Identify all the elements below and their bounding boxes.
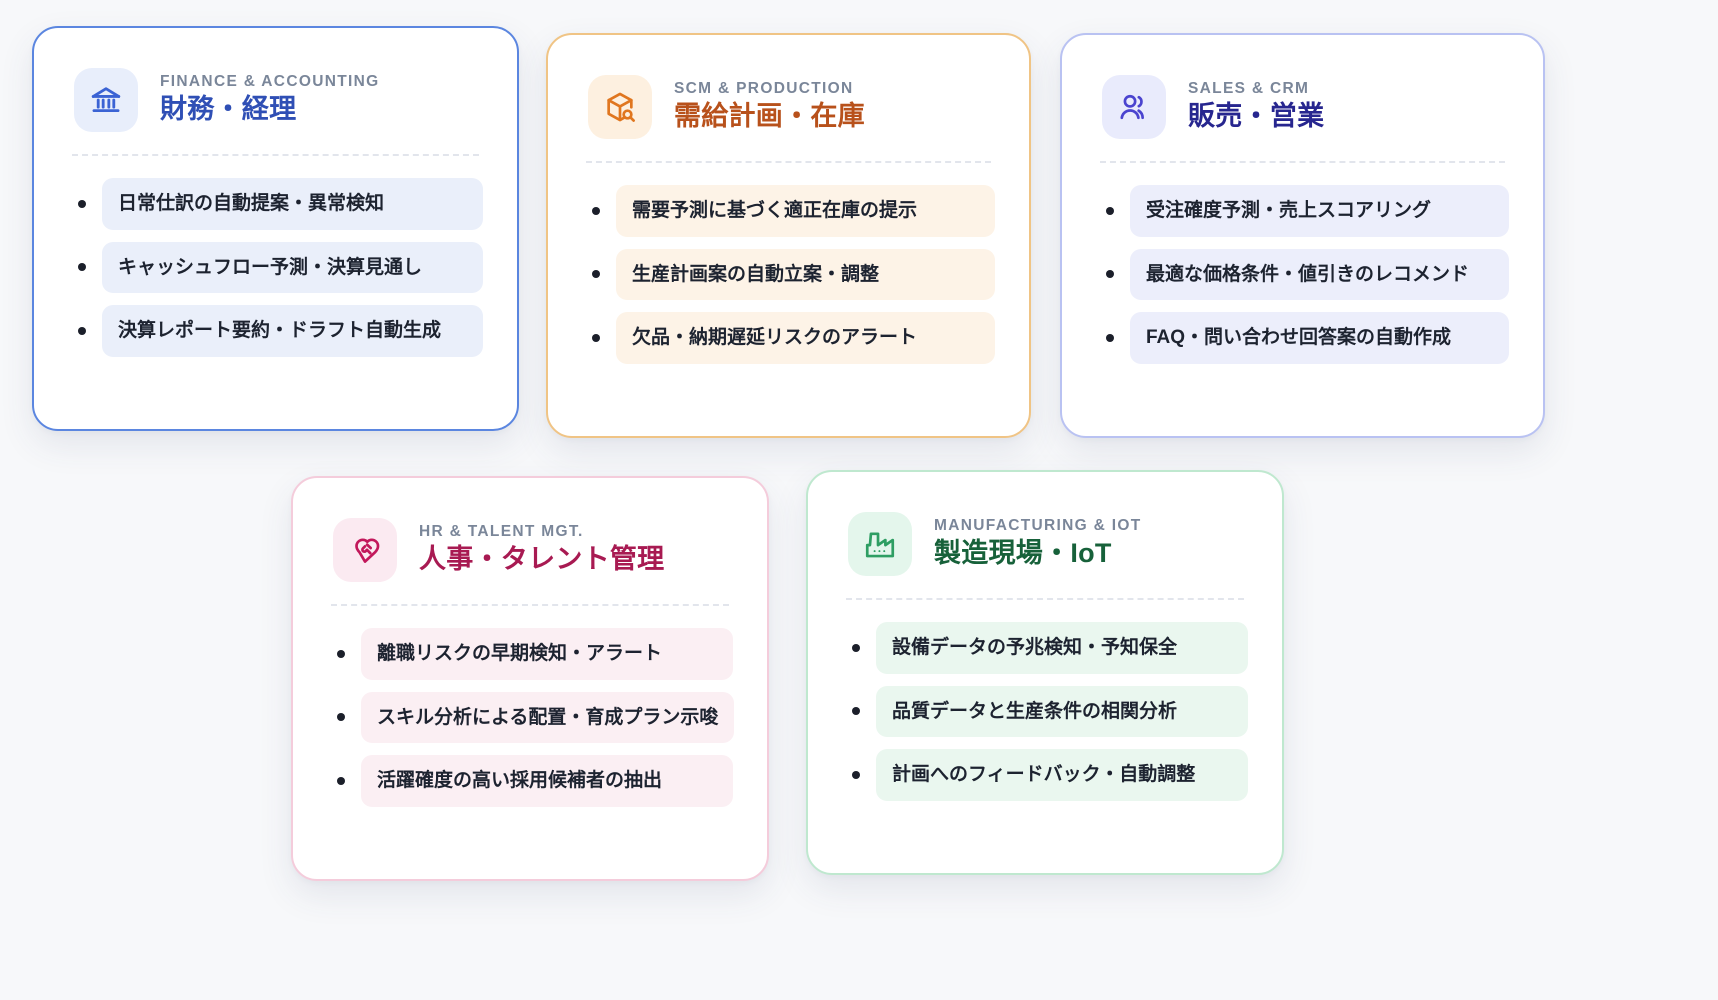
feature-pill: 計画へのフィードバック・自動調整: [876, 749, 1248, 801]
list-item[interactable]: 決算レポート要約・ドラフト自動生成: [68, 305, 483, 357]
card-header: MANUFACTURING & IOT 製造現場・IoT: [842, 512, 1248, 576]
card-header-text: MANUFACTURING & IOT 製造現場・IoT: [934, 517, 1142, 571]
list-item[interactable]: 離職リスクの早期検知・アラート: [327, 628, 733, 680]
feature-pill: 品質データと生産条件の相関分析: [876, 685, 1248, 738]
bullet-dot-icon: [592, 270, 600, 279]
feature-pill: FAQ・問い合わせ回答案の自動作成: [1130, 312, 1509, 364]
header-divider: [1100, 161, 1505, 163]
bullet-dot-icon: [78, 199, 86, 208]
feature-pill: スキル分析による配置・育成プラン示唆: [361, 691, 735, 744]
bullet-dot-icon: [337, 777, 345, 786]
list-item[interactable]: 受注確度予測・売上スコアリング: [1096, 185, 1509, 237]
card-header: SALES & CRM 販売・営業: [1096, 75, 1509, 139]
bullet-dot-icon: [592, 206, 600, 215]
bullet-dot-icon: [1106, 270, 1114, 279]
feature-pill: 活躍確度の高い採用候補者の抽出: [361, 755, 733, 807]
bullet-dot-icon: [852, 707, 860, 716]
factory-icon: [848, 512, 912, 576]
bullet-dot-icon: [78, 327, 86, 336]
bullet-dot-icon: [592, 334, 600, 343]
package-search-icon: [588, 75, 652, 139]
header-divider: [586, 161, 991, 163]
header-divider: [72, 154, 479, 156]
feature-pill: 生産計画案の自動立案・調整: [616, 248, 995, 301]
list-item[interactable]: スキル分析による配置・育成プラン示唆: [327, 691, 735, 744]
feature-pill: キャッシュフロー予測・決算見通し: [102, 241, 483, 294]
bullet-dot-icon: [337, 713, 345, 722]
list-item[interactable]: 品質データと生産条件の相関分析: [842, 685, 1248, 738]
list-item[interactable]: 日常仕訳の自動提案・異常検知: [68, 178, 483, 230]
card-title: 財務・経理: [160, 94, 297, 125]
list-item[interactable]: 設備データの予兆検知・予知保全: [842, 622, 1248, 674]
card-manufacturing-iot[interactable]: MANUFACTURING & IOT 製造現場・IoT 設備データの予兆検知・…: [806, 470, 1284, 875]
feature-pill: 最適な価格条件・値引きのレコメンド: [1130, 248, 1509, 301]
card-title: 需給計画・在庫: [674, 101, 865, 132]
card-eyebrow: SCM & PRODUCTION: [674, 79, 854, 97]
feature-list: 離職リスクの早期検知・アラート スキル分析による配置・育成プラン示唆 活躍確度の…: [327, 628, 735, 807]
list-item[interactable]: FAQ・問い合わせ回答案の自動作成: [1096, 312, 1509, 364]
card-eyebrow: HR & TALENT MGT.: [419, 522, 584, 540]
bullet-dot-icon: [337, 649, 345, 658]
card-title: 製造現場・IoT: [934, 538, 1112, 569]
users-icon: [1102, 75, 1166, 139]
list-item[interactable]: 最適な価格条件・値引きのレコメンド: [1096, 248, 1509, 301]
list-item[interactable]: 欠品・納期遅延リスクのアラート: [582, 312, 995, 364]
bullet-dot-icon: [852, 643, 860, 652]
heart-handshake-icon: [333, 518, 397, 582]
card-title: 人事・タレント管理: [419, 544, 665, 575]
feature-pill: 需要予測に基づく適正在庫の提示: [616, 185, 995, 237]
card-header: HR & TALENT MGT. 人事・タレント管理: [327, 518, 733, 582]
bullet-dot-icon: [78, 263, 86, 272]
card-eyebrow: SALES & CRM: [1188, 79, 1310, 97]
card-header-text: SALES & CRM 販売・営業: [1188, 80, 1324, 134]
header-divider: [331, 604, 729, 606]
bullet-dot-icon: [1106, 206, 1114, 215]
feature-pill: 欠品・納期遅延リスクのアラート: [616, 312, 995, 364]
feature-pill: 受注確度予測・売上スコアリング: [1130, 185, 1509, 237]
bank-icon: [74, 68, 138, 132]
card-header: FINANCE & ACCOUNTING 財務・経理: [68, 68, 483, 132]
card-eyebrow: MANUFACTURING & IOT: [934, 516, 1142, 534]
feature-pill: 日常仕訳の自動提案・異常検知: [102, 178, 483, 230]
list-item[interactable]: 生産計画案の自動立案・調整: [582, 248, 995, 301]
feature-pill: 決算レポート要約・ドラフト自動生成: [102, 305, 483, 357]
card-scm-production[interactable]: SCM & PRODUCTION 需給計画・在庫 需要予測に基づく適正在庫の提示…: [546, 33, 1031, 438]
list-item[interactable]: キャッシュフロー予測・決算見通し: [68, 241, 483, 294]
bullet-dot-icon: [852, 771, 860, 780]
card-title: 販売・営業: [1188, 101, 1325, 132]
header-divider: [846, 598, 1244, 600]
list-item[interactable]: 計画へのフィードバック・自動調整: [842, 749, 1248, 801]
card-sales-crm[interactable]: SALES & CRM 販売・営業 受注確度予測・売上スコアリング 最適な価格条…: [1060, 33, 1545, 438]
card-header-text: HR & TALENT MGT. 人事・タレント管理: [419, 523, 664, 577]
feature-list: 受注確度予測・売上スコアリング 最適な価格条件・値引きのレコメンド FAQ・問い…: [1096, 185, 1509, 364]
card-header: SCM & PRODUCTION 需給計画・在庫: [582, 75, 995, 139]
card-hr-talent-management[interactable]: HR & TALENT MGT. 人事・タレント管理 離職リスクの早期検知・アラ…: [291, 476, 769, 881]
bullet-dot-icon: [1106, 334, 1114, 343]
list-item[interactable]: 需要予測に基づく適正在庫の提示: [582, 185, 995, 237]
card-eyebrow: FINANCE & ACCOUNTING: [160, 72, 380, 90]
list-item[interactable]: 活躍確度の高い採用候補者の抽出: [327, 755, 733, 807]
card-header-text: FINANCE & ACCOUNTING 財務・経理: [160, 73, 380, 127]
card-finance-accounting[interactable]: FINANCE & ACCOUNTING 財務・経理 日常仕訳の自動提案・異常検…: [32, 26, 519, 431]
feature-pill: 設備データの予兆検知・予知保全: [876, 622, 1248, 674]
feature-pill: 離職リスクの早期検知・アラート: [361, 628, 733, 680]
feature-list: 日常仕訳の自動提案・異常検知 キャッシュフロー予測・決算見通し 決算レポート要約…: [68, 178, 483, 357]
feature-list: 需要予測に基づく適正在庫の提示 生産計画案の自動立案・調整 欠品・納期遅延リスク…: [582, 185, 995, 364]
card-header-text: SCM & PRODUCTION 需給計画・在庫: [674, 80, 865, 134]
feature-list: 設備データの予兆検知・予知保全 品質データと生産条件の相関分析 計画へのフィード…: [842, 622, 1248, 801]
